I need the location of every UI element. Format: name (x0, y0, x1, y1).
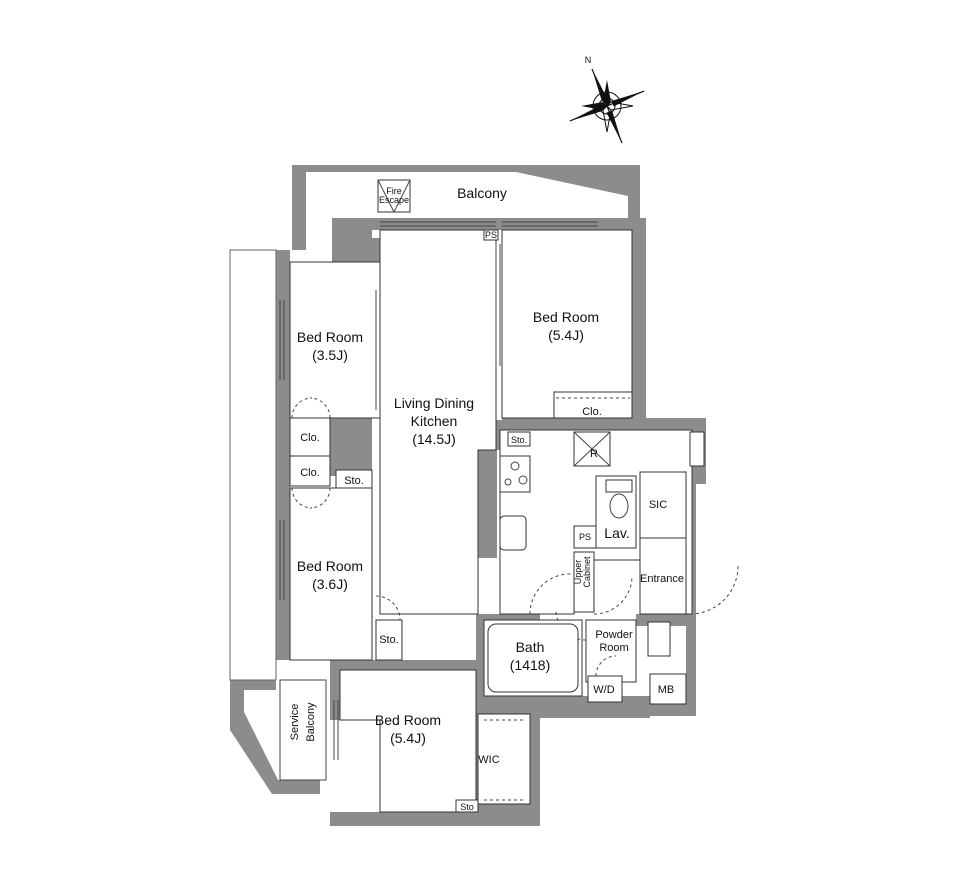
compass-icon (569, 68, 645, 144)
wic-label: WIC (478, 754, 499, 766)
service-balcony-label-2: Balcony (305, 702, 317, 742)
sto-a-label: Sto. (344, 475, 364, 487)
clo-b-label: Clo. (300, 467, 320, 479)
sto-c-label: Sto. (511, 435, 527, 445)
powder-room-label-2: Room (599, 642, 628, 654)
clo-c-label: Clo. (582, 406, 602, 418)
refrigerator-label: R (590, 448, 598, 460)
bed-room-c-name: Bed Room (297, 558, 363, 574)
lav-label: Lav. (604, 525, 629, 541)
mb-label: MB (658, 684, 675, 696)
sto-b-label: Sto. (379, 634, 399, 646)
ps-top-label: PS (485, 230, 497, 240)
room-floors (279, 229, 693, 813)
balcony-label: Balcony (457, 185, 507, 201)
upper-cabinet-label-2: Cabinet (582, 556, 592, 588)
bath-size: (1418) (510, 657, 550, 673)
bed-room-b-size: (5.4J) (548, 327, 584, 343)
bed-room-d-size: (5.4J) (390, 730, 426, 746)
clo-a-label: Clo. (300, 432, 320, 444)
entrance-label: Entrance (640, 573, 684, 585)
service-balcony-label-1: Service (289, 704, 301, 741)
ldk-size: (14.5J) (412, 431, 456, 447)
bed-room-c-size: (3.6J) (312, 576, 348, 592)
bed-room-d-name: Bed Room (375, 712, 441, 728)
wd-label: W/D (593, 684, 614, 696)
bath-name: Bath (516, 639, 545, 655)
ldk-label-1: Living Dining (394, 395, 474, 411)
bed-room-b-name: Bed Room (533, 309, 599, 325)
room-labels: Balcony Fire Escape PS Bed Room (3.5J) B… (289, 185, 684, 812)
fixtures (279, 179, 739, 801)
powder-room-label-1: Powder (595, 629, 633, 641)
upper-cabinet-label-1: Upper (573, 560, 583, 585)
ldk-label-2: Kitchen (411, 413, 458, 429)
bed-room-a-size: (3.5J) (312, 347, 348, 363)
compass-north-label: N (585, 55, 592, 65)
fire-escape-label-1: Fire (386, 186, 402, 196)
sic-label: SIC (649, 499, 667, 511)
fire-escape-label-2: Escape (379, 195, 409, 205)
bed-room-a-name: Bed Room (297, 329, 363, 345)
sto-d-label: Sto (460, 802, 474, 812)
ps-mid-label: PS (579, 532, 591, 542)
